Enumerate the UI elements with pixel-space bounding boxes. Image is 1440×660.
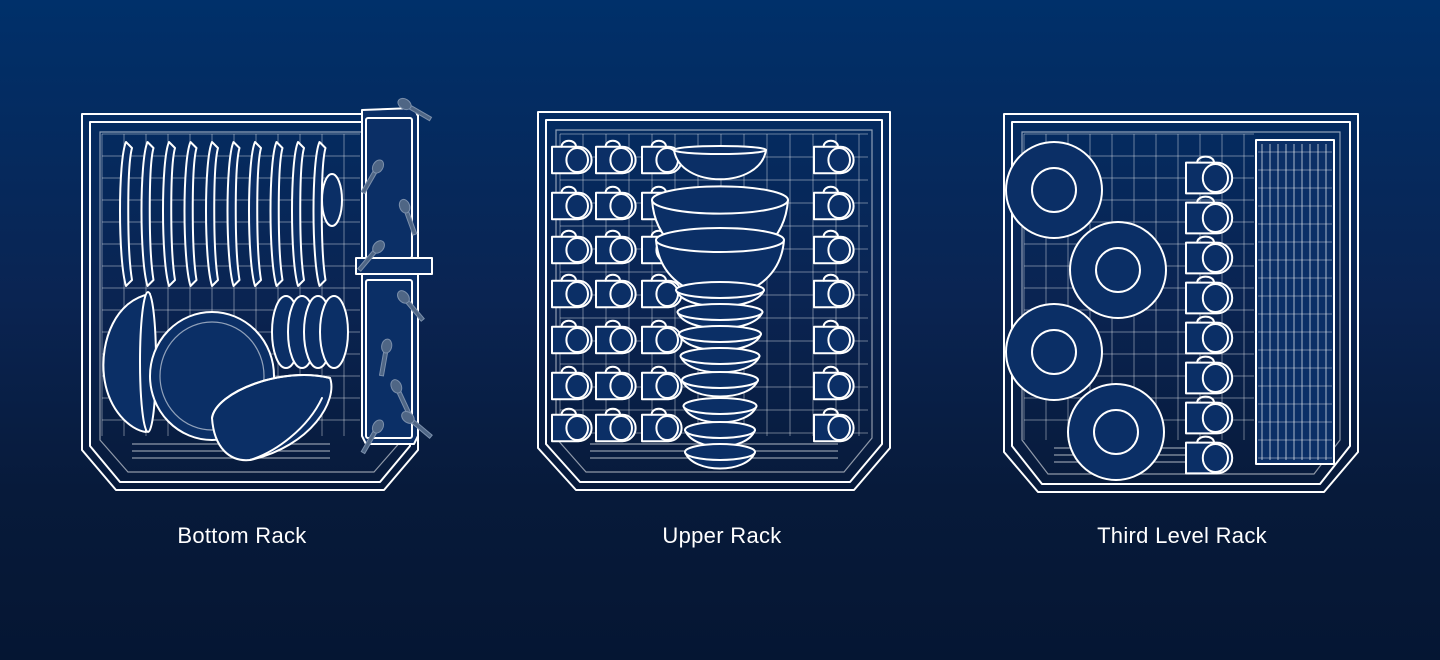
plate-icon	[183, 141, 198, 287]
plate-icon	[119, 141, 133, 287]
utensil-icon	[378, 338, 393, 377]
third-rack-panel: Third Level Rack	[980, 0, 1380, 660]
plate-icon	[312, 141, 327, 287]
mug-icon	[813, 139, 855, 175]
bowl-icon	[676, 303, 764, 330]
mug-icon	[641, 407, 683, 443]
utensil-icon	[357, 240, 385, 272]
plate-icon	[1069, 221, 1167, 319]
mug-icon	[1185, 435, 1234, 475]
mug-icon	[595, 185, 637, 221]
mug-icon	[813, 407, 855, 443]
upper-rack-panel: Upper Rack	[520, 0, 920, 660]
mug-icon	[551, 229, 593, 265]
utensil-icon	[360, 419, 385, 455]
upper-rack-label: Upper Rack	[662, 523, 782, 548]
utensil-icon	[360, 159, 385, 195]
serving-bowl-tall	[102, 291, 157, 433]
mug-icon	[551, 139, 593, 175]
mug-icon	[595, 319, 637, 355]
plate-icon	[269, 141, 284, 287]
mug-column	[1185, 155, 1234, 475]
upper-rack-diagram	[537, 111, 891, 491]
mug-icon	[1185, 395, 1234, 435]
mug-icon	[813, 273, 855, 309]
mug-icon	[641, 319, 683, 355]
mug-icon	[595, 407, 637, 443]
plate-icon	[1067, 383, 1165, 481]
bottom-rack-label: Bottom Rack	[177, 523, 307, 548]
plate-icon	[226, 141, 241, 287]
bottom-rack-panel: Bottom Rack	[46, 0, 446, 660]
mug-icon	[551, 319, 593, 355]
mug-icon	[595, 365, 637, 401]
mug-icon	[595, 273, 637, 309]
utensil-icon	[401, 411, 433, 439]
mug-icon	[641, 273, 683, 309]
mug-icon	[551, 365, 593, 401]
bowl-icon	[684, 443, 756, 470]
mug-icon	[595, 139, 637, 175]
bowl-icon	[681, 371, 759, 398]
mug-icon	[813, 185, 855, 221]
mug-icon	[1185, 355, 1234, 395]
plate-icon	[1005, 303, 1103, 401]
plate-column	[1005, 141, 1167, 481]
bowl-icon	[655, 227, 785, 298]
mug-icon	[595, 229, 637, 265]
bowl-icon	[682, 397, 758, 424]
plate-icon	[140, 141, 155, 287]
mug-icon	[551, 185, 593, 221]
bowl-icon	[679, 347, 761, 374]
third-rack-diagram	[1003, 113, 1359, 493]
mixing-bowl	[211, 374, 333, 462]
mug-icon	[641, 365, 683, 401]
mug-icon	[641, 139, 683, 175]
utensil-icon	[398, 198, 418, 236]
plate-icon	[162, 141, 176, 287]
plate-icon	[248, 141, 262, 287]
third-rack-label: Third Level Rack	[1097, 523, 1267, 548]
mug-icon	[1185, 275, 1234, 315]
mug-icon	[1185, 235, 1234, 275]
mug-icon	[813, 229, 855, 265]
utensil-icon	[397, 97, 433, 122]
utensil-icon	[390, 379, 412, 416]
mug-icon	[813, 319, 855, 355]
plate-icon	[1005, 141, 1103, 239]
cutlery-tray	[1255, 139, 1335, 465]
bottom-rack-diagram	[81, 97, 433, 491]
mug-icon	[551, 273, 593, 309]
mug-icon	[813, 365, 855, 401]
plate-row	[119, 141, 327, 287]
bowl-icon	[675, 281, 765, 308]
plate-icon	[205, 141, 219, 287]
utensil-icon	[397, 290, 425, 322]
mug-icon	[551, 407, 593, 443]
mug-icon	[1185, 315, 1234, 355]
mug-rows	[551, 139, 855, 443]
bowl-stack	[651, 145, 789, 470]
utensil-set	[357, 97, 433, 455]
mug-icon	[1185, 195, 1234, 235]
cutlery-basket	[355, 97, 433, 455]
bowl-icon	[678, 325, 762, 352]
bowl-icon	[673, 145, 767, 181]
plate-icon	[291, 141, 305, 287]
rack-frame	[1003, 113, 1359, 493]
bowl-icon	[684, 421, 756, 448]
side-plates	[271, 173, 349, 369]
mug-icon	[1185, 155, 1234, 195]
